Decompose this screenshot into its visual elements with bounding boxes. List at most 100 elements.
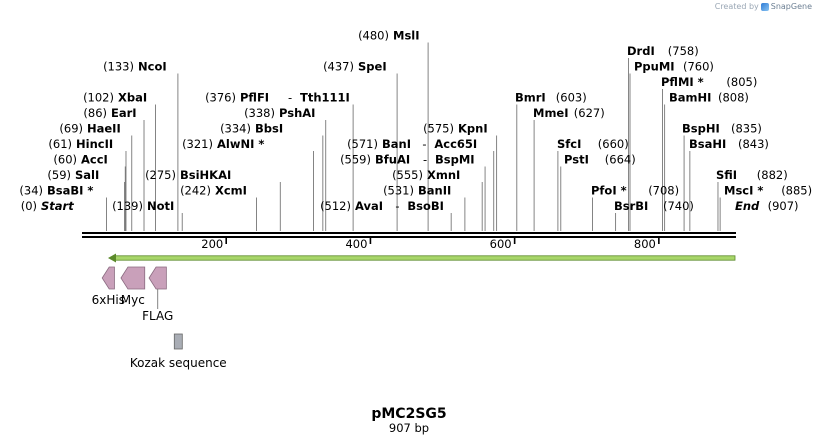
site-position: (275) (145, 168, 176, 182)
site-drdi[interactable]: DrdI (758) (627, 44, 699, 58)
feature-6xhis[interactable]: 6xHis (92, 266, 125, 307)
site-position: (808) (718, 91, 749, 105)
site-xbai[interactable]: (102) XbaI (83, 91, 147, 105)
site-position: (102) (83, 91, 114, 105)
site-name: BspHI (682, 122, 720, 136)
site-spei[interactable]: (437) SpeI (323, 60, 387, 74)
site-xcmi[interactable]: (242)XcmI (180, 184, 247, 198)
site-ncoi[interactable]: (133)NcoI (103, 60, 167, 74)
site-bmri[interactable]: BmrI(603) (515, 91, 587, 105)
site-name: DrdI (627, 44, 655, 58)
site-position: (59) (47, 168, 71, 182)
feature-flag[interactable]: FLAG (142, 266, 173, 323)
site-mmei[interactable]: MmeI(627) (533, 106, 605, 120)
site-position: (86) (83, 106, 107, 120)
site-position: (61) (48, 137, 72, 151)
site-bsabi[interactable]: (34)BsaBI * (19, 184, 93, 198)
site-xmni[interactable]: (555)XmnI (392, 168, 460, 182)
site-bsihkai[interactable]: (275) BsiHKAI (145, 168, 231, 182)
site-eari[interactable]: (86)EarI (83, 106, 136, 120)
site-hincii[interactable]: (61) HincII (48, 137, 113, 151)
site-sfci[interactable]: SfcI(660) (557, 137, 629, 151)
site-acci[interactable]: (60)AccI (53, 153, 107, 167)
site-position: (555) (392, 168, 423, 182)
feature-label: Myc (121, 293, 145, 307)
site-name: PflFI (240, 91, 269, 105)
site-pflmi[interactable]: PflMI *(805) (661, 75, 757, 89)
site-leader-lines (106, 42, 721, 231)
site-pair-name: Tth111I (300, 91, 350, 105)
site-position: (760) (683, 60, 714, 74)
snapgene-watermark: Created by SnapGene (715, 2, 812, 11)
site-name: SfiI (716, 168, 737, 182)
feature-kozak-sequence[interactable]: Kozak sequence (130, 333, 227, 370)
site-pair-name: Acc65I (434, 137, 477, 151)
site-haeii[interactable]: (69)HaeII (59, 122, 120, 136)
site-ppumi[interactable]: PpuMI(760) (634, 60, 714, 74)
site-end[interactable]: End(907) (735, 199, 799, 213)
site-kpni[interactable]: (575)KpnI (423, 122, 488, 136)
site-name: HincII (76, 137, 113, 151)
site-sali[interactable]: (59)SalI (47, 168, 99, 182)
site-position: (0) (21, 199, 37, 213)
feature-label: Kozak sequence (130, 356, 227, 370)
site-position: (835) (731, 122, 762, 136)
site-position: (740) (663, 199, 694, 213)
watermark-prefix: Created by (714, 2, 759, 11)
site-bbsi[interactable]: (334)BbsI (220, 122, 283, 136)
site-position: (843) (738, 137, 769, 151)
site-bsahi[interactable]: BsaHI(843) (689, 137, 769, 151)
site-name: SpeI (358, 60, 387, 74)
site-position: (338) (244, 106, 275, 120)
site-name: BanI (382, 137, 411, 151)
site-banii[interactable]: (531)BanII (383, 184, 451, 198)
site-position: (60) (53, 153, 77, 167)
site-position: (531) (383, 184, 414, 198)
site-bsrbi[interactable]: BsrBI (740) (614, 199, 694, 213)
site-noti[interactable]: (139)NotI (112, 199, 174, 213)
site-pfoi[interactable]: PfoI *(708) (591, 184, 679, 198)
site-position: (758) (668, 44, 699, 58)
ruler-tick-label: 600 (490, 237, 512, 251)
site-position: (907) (768, 199, 799, 213)
site-name: SfcI (557, 137, 581, 151)
site-position: (139) (112, 199, 143, 213)
ruler-tick-label: 400 (345, 237, 367, 251)
site-psti[interactable]: PstI(664) (564, 153, 636, 167)
site-pair-name: BsoBI (407, 199, 444, 213)
site-bfuai[interactable]: (559)BfuAI-BspMI (340, 153, 475, 167)
site-position: (571) (347, 137, 378, 151)
site-name: BsiHKAI (180, 168, 231, 182)
plasmid-name: pMC2SG5 (371, 406, 446, 422)
site-name: BsrBI (614, 199, 648, 213)
site-name: NcoI (138, 60, 167, 74)
orf-arrow (108, 253, 736, 263)
orf-body (113, 255, 736, 261)
site-bsphi[interactable]: BspHI (835) (682, 122, 762, 136)
orf-arrowhead (108, 253, 116, 263)
site-alwni[interactable]: (321)AlwNI * (182, 137, 264, 151)
site-pshai[interactable]: (338)PshAI (244, 106, 315, 120)
site-position: (437) (323, 60, 354, 74)
site-name: PstI (564, 153, 589, 167)
site-name: MscI * (724, 184, 763, 198)
site-name: BamHI (669, 91, 711, 105)
site-position: (805) (726, 75, 757, 89)
site-position: (242) (180, 184, 211, 198)
site-name: AvaI (355, 199, 383, 213)
site-name: XbaI (118, 91, 147, 105)
site-position: (603) (556, 91, 587, 105)
site-bani[interactable]: (571)BanI-Acc65I (347, 137, 477, 151)
feature-label: FLAG (142, 309, 173, 323)
site-position: (627) (574, 106, 605, 120)
site-msli[interactable]: (480)MslI (358, 29, 419, 43)
site-start[interactable]: (0)Start (21, 199, 75, 213)
site-avai[interactable]: (512)AvaI-BsoBI (320, 199, 444, 213)
feature-myc[interactable]: Myc (120, 266, 146, 307)
site-msci[interactable]: MscI *(885) (724, 184, 812, 198)
site-bamhi[interactable]: BamHI (808) (669, 91, 749, 105)
site-pflfi[interactable]: (376)PflFI-Tth111I (205, 91, 350, 105)
site-position: (575) (423, 122, 454, 136)
site-sfii[interactable]: SfiI(882) (716, 168, 788, 182)
